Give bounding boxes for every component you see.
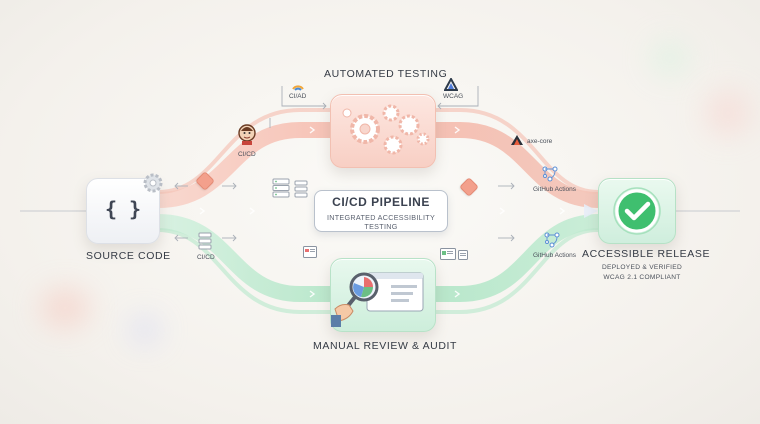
source-code-label: SOURCE CODE: [86, 250, 171, 262]
decor-blob-red: [40, 288, 90, 328]
flow-arrows: [199, 126, 566, 298]
github-actions-bottom-label: GitHub Actions: [533, 252, 576, 259]
decor-blob-pink: [705, 90, 751, 136]
manual-review-label: MANUAL REVIEW & AUDIT: [313, 340, 458, 352]
decor-blob-blue: [130, 316, 160, 344]
pipeline-title: CI/CD PIPELINE: [332, 195, 430, 209]
manual-review-card[interactable]: [330, 258, 436, 332]
ci-ad-logo-icon: [292, 85, 304, 91]
release-line-1: DEPLOYED & VERIFIED: [601, 264, 683, 271]
axe-logo-icon: [511, 135, 523, 145]
github-actions-top-label: GitHub Actions: [533, 186, 576, 193]
arrowheads-into-release: [584, 204, 598, 218]
browser-window-icon: [303, 246, 317, 258]
jenkins-cicd-label: CI/CD: [238, 151, 256, 158]
ci-ad-label: CI/AD: [289, 93, 307, 100]
jenkins-icon: [238, 124, 256, 145]
network-icon: [542, 166, 558, 182]
server-icon-bottom: [198, 232, 212, 250]
server-cicd-label: CI/CD: [197, 254, 215, 261]
curly-braces-icon: { }: [104, 197, 142, 221]
connector-arrows: [174, 86, 515, 242]
automated-testing-card[interactable]: [330, 94, 436, 168]
pipeline-subtitle: INTEGRATED ACCESSIBILITY TESTING: [326, 213, 436, 231]
axe-core-label: axe-core: [527, 138, 553, 145]
gears-icon: [342, 104, 430, 155]
release-line-2: WCAG 2.1 COMPLIANT: [603, 274, 681, 281]
server-icon: [272, 178, 290, 198]
checkmark-icon: [613, 187, 661, 235]
accessible-release-label: ACCESSIBLE RELEASE: [582, 248, 711, 260]
automated-testing-label: AUTOMATED TESTING: [324, 68, 448, 80]
accessible-release-card[interactable]: [598, 178, 676, 244]
gear-icon: [143, 173, 163, 193]
browser-window-icon-right: [440, 248, 456, 260]
wcag-logo-icon: [444, 78, 458, 91]
wcag-label: WCAG: [443, 93, 464, 100]
source-code-card[interactable]: { }: [86, 178, 160, 244]
decor-blob-green: [650, 40, 690, 76]
cicd-pipeline-box[interactable]: CI/CD PIPELINE INTEGRATED ACCESSIBILITY …: [314, 190, 448, 232]
network-icon-bottom: [544, 232, 560, 248]
browser-window-icon-right-2: [458, 250, 468, 260]
audit-illustration: [331, 272, 424, 327]
server-icon-small: [294, 180, 308, 198]
